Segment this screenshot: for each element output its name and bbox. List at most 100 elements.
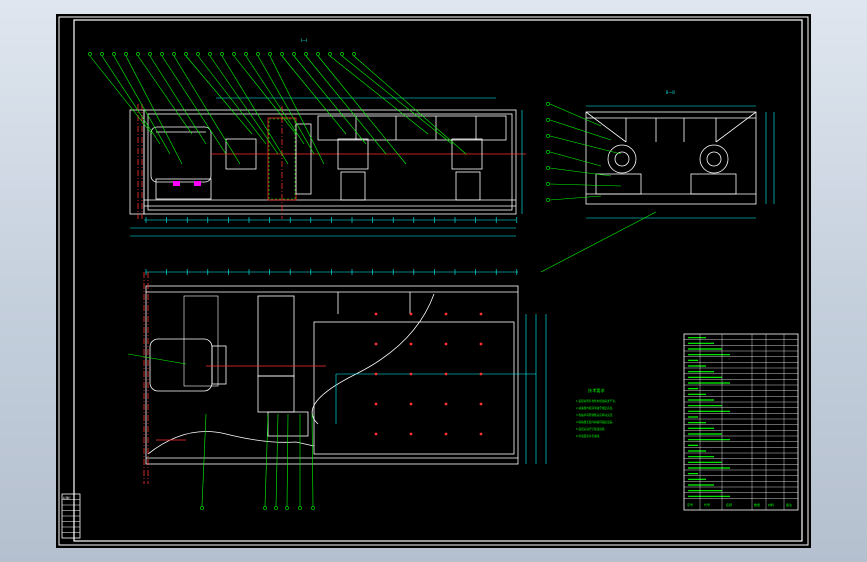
front-leader-12 xyxy=(221,55,289,165)
side-balloon-6 xyxy=(546,182,550,186)
front-leader-9 xyxy=(185,55,253,135)
front-leader-23 xyxy=(353,55,467,155)
side-view-title: II—II xyxy=(666,90,675,95)
note-line-3: 3.各轴承间隙调整后应转动灵活。 xyxy=(576,413,615,417)
front-balloon-21 xyxy=(328,52,332,56)
title-block-label: 标题栏 xyxy=(63,496,71,500)
mount-hole-6 xyxy=(409,342,413,346)
mount-hole-15 xyxy=(444,402,448,406)
front-balloon-11 xyxy=(208,52,212,56)
front-bearing-3 xyxy=(340,171,366,201)
side-pulley-left-inner xyxy=(614,151,630,167)
title-rows xyxy=(62,499,80,533)
top-reducer xyxy=(257,295,295,377)
drawing-viewport[interactable]: I—I II—II 技术要求 1.装配前所有零件用煤油清洗干净。 2.减速器内装… xyxy=(56,14,811,548)
top-base-frame xyxy=(145,285,519,465)
mount-hole-19 xyxy=(444,432,448,436)
front-reducer-cap xyxy=(295,123,312,195)
front-leader-6 xyxy=(149,55,207,145)
note-line-2: 2.减速器内装润滑油至规定高度。 xyxy=(576,406,615,410)
top-balloon-4 xyxy=(285,506,289,510)
side-block-left xyxy=(595,173,642,195)
front-balloon-8 xyxy=(172,52,176,56)
front-balloon-20 xyxy=(316,52,320,56)
front-box-1 xyxy=(317,115,507,141)
bom-header-1: 代号 xyxy=(704,502,710,507)
front-leader-2 xyxy=(101,55,161,145)
top-view xyxy=(145,285,519,465)
top-leaders xyxy=(127,353,315,510)
note-line-5: 5.装配后进行空载试运转。 xyxy=(576,427,607,431)
front-dimensions xyxy=(130,97,523,237)
front-balloon-17 xyxy=(280,52,284,56)
front-balloon-6 xyxy=(148,52,152,56)
top-leader-3 xyxy=(275,413,279,507)
front-leader-18 xyxy=(293,55,367,145)
top-motor-block xyxy=(211,345,227,385)
front-leader-1 xyxy=(89,55,153,135)
note-line-1: 1.装配前所有零件用煤油清洗干净。 xyxy=(576,399,617,403)
mount-hole-5 xyxy=(374,342,378,346)
top-holes xyxy=(374,312,483,436)
side-balloon-4 xyxy=(546,150,550,154)
mount-hole-11 xyxy=(444,372,448,376)
cad-drawing: I—I II—II 技术要求 1.装配前所有零件用煤油清洗干净。 2.减速器内装… xyxy=(58,16,809,546)
top-break-curve xyxy=(311,293,435,425)
top-motor xyxy=(149,338,213,392)
side-block-right xyxy=(690,173,737,195)
side-balloon-2 xyxy=(546,118,550,122)
bom-border xyxy=(683,333,799,511)
bom-header-0: 序号 xyxy=(687,502,693,507)
front-leader-14 xyxy=(245,55,305,145)
front-leader-15 xyxy=(257,55,315,155)
top-plate xyxy=(313,321,515,455)
side-dimensions xyxy=(586,105,775,219)
side-leaders xyxy=(546,102,622,202)
front-balloon-19 xyxy=(304,52,308,56)
mount-hole-2 xyxy=(409,312,413,316)
front-leader-11 xyxy=(209,55,279,155)
note-line-6: 6.外表面涂灰色油漆。 xyxy=(576,434,602,438)
bom-header-5: 备注 xyxy=(786,502,792,507)
front-leader-8 xyxy=(173,55,241,165)
side-view xyxy=(585,111,757,205)
front-balloon-15 xyxy=(256,52,260,56)
front-balloon-7 xyxy=(160,52,164,56)
front-balloon-22 xyxy=(340,52,344,56)
front-leader-10 xyxy=(197,55,267,145)
front-motor-mark-1 xyxy=(173,181,180,186)
front-leader-20 xyxy=(317,55,407,165)
front-balloon-18 xyxy=(292,52,296,56)
side-pulley-right xyxy=(699,144,729,174)
side-leader-7 xyxy=(549,195,602,201)
mount-hole-9 xyxy=(374,372,378,376)
front-balloon-9 xyxy=(184,52,188,56)
top-view-details xyxy=(143,272,536,484)
front-leader-3 xyxy=(113,55,171,155)
top-balloon-1 xyxy=(200,506,204,510)
side-balloon-1 xyxy=(546,102,550,106)
top-leader-6 xyxy=(311,413,314,507)
front-balloon-1 xyxy=(88,52,92,56)
technical-notes: 技术要求 1.装配前所有零件用煤油清洗干净。 2.减速器内装润滑油至规定高度。 … xyxy=(576,387,617,438)
note-line-4: 4.联轴器安装时两轴同轴度误差。 xyxy=(576,420,615,424)
mount-hole-1 xyxy=(374,312,378,316)
side-leader-2 xyxy=(549,119,612,141)
mount-hole-10 xyxy=(409,372,413,376)
top-leader-4 xyxy=(286,413,289,507)
front-leader-5 xyxy=(137,55,193,135)
mount-hole-18 xyxy=(409,432,413,436)
side-balloon-3 xyxy=(546,134,550,138)
top-leader-2 xyxy=(264,413,269,507)
front-leader-22 xyxy=(341,55,453,145)
mount-hole-17 xyxy=(374,432,378,436)
bom-table: 序号 代号 名称 数量 材料 备注 xyxy=(683,333,799,511)
front-leader-7 xyxy=(161,55,227,155)
bom-header-row: 序号 代号 名称 数量 材料 备注 xyxy=(687,502,792,507)
front-balloon-16 xyxy=(268,52,272,56)
front-base-frame xyxy=(143,109,517,215)
front-motor xyxy=(150,126,212,183)
side-pulley-right-inner xyxy=(706,151,722,167)
top-view-title: I—I xyxy=(301,38,307,43)
bom-header-2: 名称 xyxy=(726,502,732,507)
